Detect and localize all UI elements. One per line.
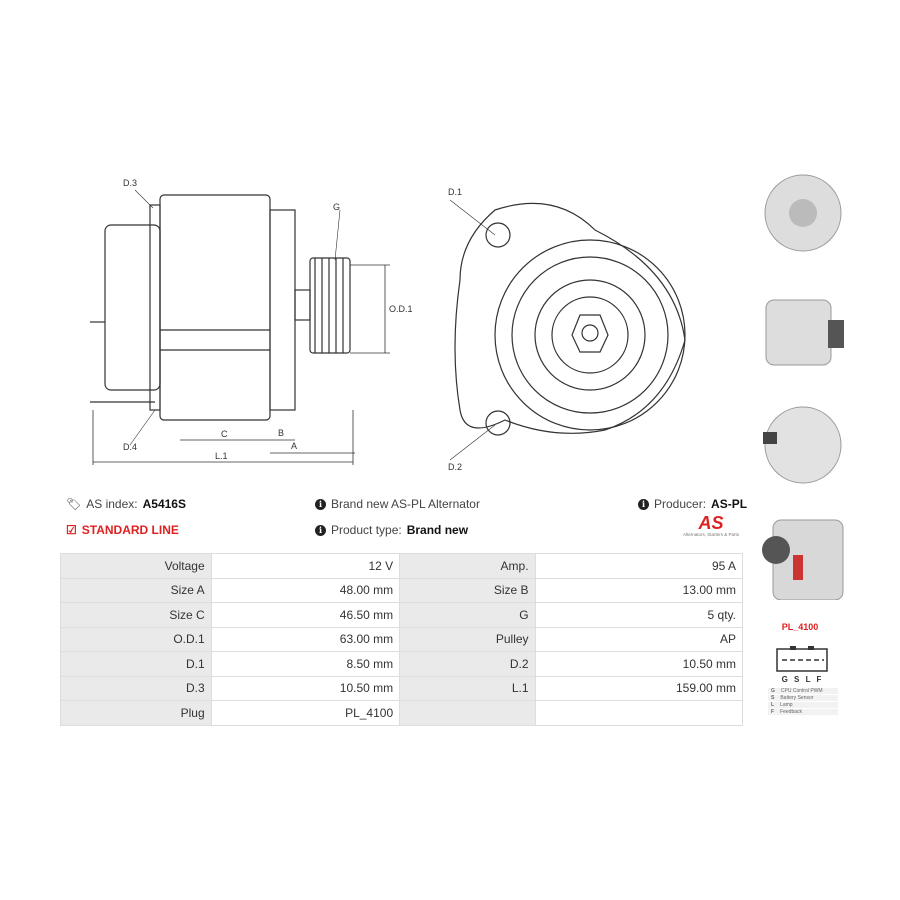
spec-label: Plug: [60, 700, 212, 726]
as-pl-logo: AS Alternators, Starters & Parts: [676, 514, 746, 537]
spec-label: O.D.1: [60, 626, 212, 652]
as-index-value: A5416S: [142, 497, 186, 511]
label-a: A: [291, 441, 297, 451]
product-type: i Product type: Brand new: [315, 523, 468, 537]
as-index-label: AS index:: [86, 497, 138, 511]
pin-function: Battery Sensor: [780, 695, 814, 701]
tags-icon: 🏷: [66, 497, 82, 511]
plug-legend-item: F Feedback: [768, 709, 838, 715]
spec-value: 10.50 mm: [210, 675, 401, 701]
pin-function: CPU Control PWM: [780, 688, 823, 694]
plug-name: PL_4100: [781, 622, 819, 632]
spec-value: 48.00 mm: [210, 577, 401, 603]
product-photo-front: [764, 174, 842, 252]
spec-label: L.1: [399, 675, 536, 701]
label-d3: D.3: [123, 178, 137, 188]
product-photo-side: [765, 299, 844, 366]
label-od1: O.D.1: [389, 304, 413, 314]
spec-label: Amp.: [399, 553, 536, 579]
spec-value: 12 V: [210, 553, 401, 579]
label-c: C: [221, 429, 228, 439]
label-d4: D.4: [123, 442, 137, 452]
pin-code: F: [771, 709, 775, 715]
info-icon: i: [315, 498, 326, 510]
pin-function: Feedback: [780, 709, 803, 715]
label-b: B: [278, 428, 284, 438]
spec-value: 10.50 mm: [534, 651, 744, 677]
label-d2: D.2: [448, 462, 462, 472]
plug-pins: G S L F: [781, 675, 824, 684]
info-icon: i: [638, 498, 649, 510]
spec-value: 13.00 mm: [534, 577, 744, 603]
spec-label: D.1: [60, 651, 212, 677]
pin-code: S: [771, 695, 775, 701]
description: i Brand new AS-PL Alternator: [315, 497, 480, 511]
pin-function: Lamp: [780, 702, 793, 708]
spec-label: Voltage: [60, 553, 212, 579]
pin-code: G: [771, 688, 775, 694]
label-d1: D.1: [448, 187, 462, 197]
spec-label: Pulley: [399, 626, 536, 652]
spec-label: Size A: [60, 577, 212, 603]
spec-value: 46.50 mm: [210, 602, 401, 628]
producer-value: AS-PL: [711, 497, 748, 511]
spec-label: D.3: [60, 675, 212, 701]
plug-legend-item: L Lamp: [768, 702, 838, 708]
product-photo-rear: [763, 406, 842, 484]
side-view-drawing: D.3 D.4 G O.D.1 C B A L.1: [90, 178, 413, 465]
plug-legend-item: G CPU Control PWM: [768, 688, 838, 694]
label-l1: L.1: [215, 451, 228, 461]
spec-value: 95 A: [534, 553, 744, 579]
producer: i Producer: AS-PL: [638, 497, 747, 511]
label-g: G: [333, 202, 340, 212]
standard-line-label: STANDARD LINE: [81, 523, 179, 537]
logo-tagline: Alternators, Starters & Parts: [682, 532, 740, 537]
plug-connector-diagram: [776, 646, 828, 672]
spec-label: Size B: [399, 577, 536, 603]
spec-label: G: [399, 602, 536, 628]
product-photo-angle: [762, 519, 844, 600]
front-view-drawing: D.1 D.2: [448, 187, 686, 472]
spec-value: 63.00 mm: [210, 626, 401, 652]
spec-value: 5 qty.: [534, 602, 744, 628]
spec-value: 159.00 mm: [534, 675, 744, 701]
spec-value: PL_4100: [210, 700, 401, 726]
spec-value: AP: [534, 626, 744, 652]
standard-line: ☑ STANDARD LINE: [66, 523, 179, 537]
info-icon: i: [315, 524, 326, 536]
product-type-value: Brand new: [406, 523, 469, 537]
spec-label: [399, 700, 536, 726]
as-index: 🏷 AS index: A5416S: [66, 497, 186, 511]
description-text: Brand new AS-PL Alternator: [331, 497, 480, 511]
plug-legend-item: S Battery Sensor: [768, 695, 838, 701]
spec-label: Size C: [60, 602, 212, 628]
checkbox-icon: ☑: [66, 523, 77, 537]
logo-text: AS: [698, 513, 724, 533]
spec-value: 8.50 mm: [210, 651, 401, 677]
producer-label: Producer:: [654, 497, 707, 511]
product-type-label: Product type:: [331, 523, 402, 537]
spec-label: D.2: [399, 651, 536, 677]
pin-code: L: [771, 702, 775, 708]
spec-value: [534, 700, 744, 726]
